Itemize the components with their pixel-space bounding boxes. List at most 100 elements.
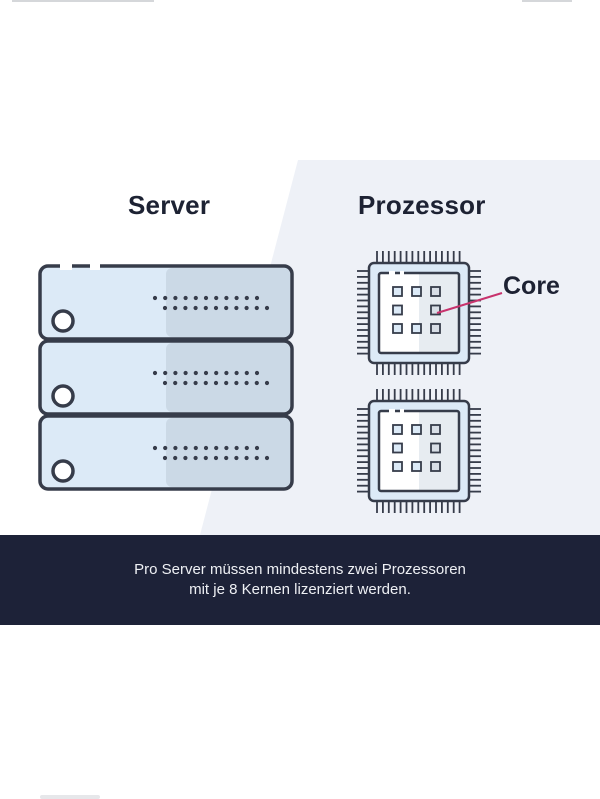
vent-dot bbox=[254, 445, 260, 451]
vent-dot bbox=[183, 370, 188, 376]
core-square bbox=[411, 424, 422, 435]
bottom-edge bbox=[40, 795, 100, 799]
core-square bbox=[392, 286, 403, 297]
vent-dot bbox=[193, 445, 198, 451]
core-square bbox=[430, 442, 441, 454]
server-led-icon bbox=[51, 384, 75, 408]
vent-dot bbox=[193, 380, 198, 386]
core-square bbox=[392, 442, 403, 454]
vent-dot bbox=[193, 295, 198, 301]
vent-dot bbox=[254, 370, 260, 376]
vent-dot bbox=[224, 445, 229, 451]
vent-dot bbox=[213, 455, 219, 461]
vent-dot bbox=[173, 370, 178, 376]
vent-dot bbox=[254, 295, 260, 301]
top-edge-right bbox=[522, 0, 572, 2]
die-gap bbox=[400, 409, 404, 414]
server-heading: Server bbox=[128, 190, 211, 220]
vent-dot bbox=[234, 305, 239, 311]
core-square bbox=[392, 424, 403, 435]
vent-dot bbox=[203, 305, 208, 311]
vent-dot bbox=[214, 370, 219, 376]
top-edge-left bbox=[12, 0, 154, 2]
chip-die-outline bbox=[377, 409, 461, 493]
vent-dot bbox=[214, 445, 219, 451]
die-gap bbox=[400, 271, 404, 276]
vent-dot bbox=[264, 455, 270, 461]
core-square bbox=[430, 323, 441, 334]
vent-dot bbox=[224, 370, 229, 376]
vent-dot bbox=[234, 380, 239, 386]
vent-dot bbox=[224, 305, 229, 311]
vent-dot bbox=[173, 305, 178, 311]
core-pointer-line bbox=[436, 292, 503, 314]
vent-dot bbox=[244, 305, 249, 311]
vent-dot bbox=[173, 455, 178, 461]
vent-dot bbox=[214, 295, 219, 301]
core-square bbox=[392, 323, 403, 334]
vent-dot bbox=[244, 295, 249, 301]
server-top-gap bbox=[60, 262, 72, 270]
vent-dot bbox=[224, 455, 229, 461]
vent-dot bbox=[193, 305, 198, 311]
diagram bbox=[38, 251, 503, 513]
server-unit-shade bbox=[166, 268, 290, 337]
die-gap bbox=[389, 409, 395, 414]
vent-dot bbox=[254, 455, 259, 461]
vent-dot bbox=[203, 455, 208, 461]
vent-dot bbox=[183, 305, 188, 311]
vent-dot bbox=[173, 380, 178, 386]
processor-icons bbox=[357, 251, 481, 513]
vent-dot bbox=[203, 370, 209, 376]
core-square bbox=[411, 323, 422, 334]
core-square bbox=[430, 304, 441, 316]
server-unit-outline bbox=[38, 339, 294, 416]
core-square bbox=[392, 461, 403, 472]
vent-dot bbox=[234, 295, 239, 301]
vent-dot bbox=[244, 380, 249, 386]
vent-dot bbox=[213, 305, 219, 311]
vent-dot bbox=[254, 305, 259, 311]
server-unit-outline bbox=[38, 414, 294, 491]
vent-dot bbox=[224, 295, 229, 301]
vent-dot bbox=[234, 370, 239, 376]
vent-dot bbox=[162, 305, 168, 311]
vent-dot bbox=[183, 455, 188, 461]
vent-dot bbox=[234, 455, 239, 461]
processor-heading: Prozessor bbox=[358, 190, 486, 220]
server-unit bbox=[38, 264, 294, 341]
vent-dot bbox=[183, 295, 188, 301]
footer-line-2: mit je 8 Kernen lizenziert werden. bbox=[189, 581, 411, 598]
vent-dot bbox=[193, 370, 198, 376]
vent-dot bbox=[152, 295, 158, 301]
vent-dot bbox=[193, 455, 198, 461]
vent-dot bbox=[203, 380, 208, 386]
vent-dot bbox=[162, 380, 168, 386]
server-unit-shade bbox=[166, 418, 290, 487]
vent-dot bbox=[173, 445, 178, 451]
core-label: Core bbox=[503, 272, 560, 300]
processor-chip bbox=[357, 251, 481, 375]
vent-dot bbox=[224, 380, 229, 386]
server-icon bbox=[38, 262, 294, 491]
server-unit bbox=[38, 414, 294, 491]
vent-dot bbox=[152, 370, 158, 376]
vent-dot bbox=[183, 380, 188, 386]
vent-dot bbox=[213, 380, 219, 386]
core-square bbox=[411, 286, 422, 297]
vent-dot bbox=[244, 445, 249, 451]
vent-dot bbox=[163, 370, 168, 376]
vent-dot bbox=[203, 445, 209, 451]
core-square bbox=[392, 304, 403, 316]
vent-dot bbox=[163, 445, 168, 451]
die-gap bbox=[389, 271, 395, 276]
footer-banner: Pro Server müssen mindestens zwei Prozes… bbox=[0, 535, 600, 625]
vent-dot bbox=[264, 380, 270, 386]
vent-dot bbox=[162, 455, 168, 461]
vent-dot bbox=[152, 445, 158, 451]
footer-line-1: Pro Server müssen mindestens zwei Prozes… bbox=[134, 561, 466, 578]
processor-chip bbox=[357, 389, 481, 513]
vent-dot bbox=[173, 295, 178, 301]
core-square bbox=[430, 424, 441, 435]
vent-dot bbox=[244, 370, 249, 376]
